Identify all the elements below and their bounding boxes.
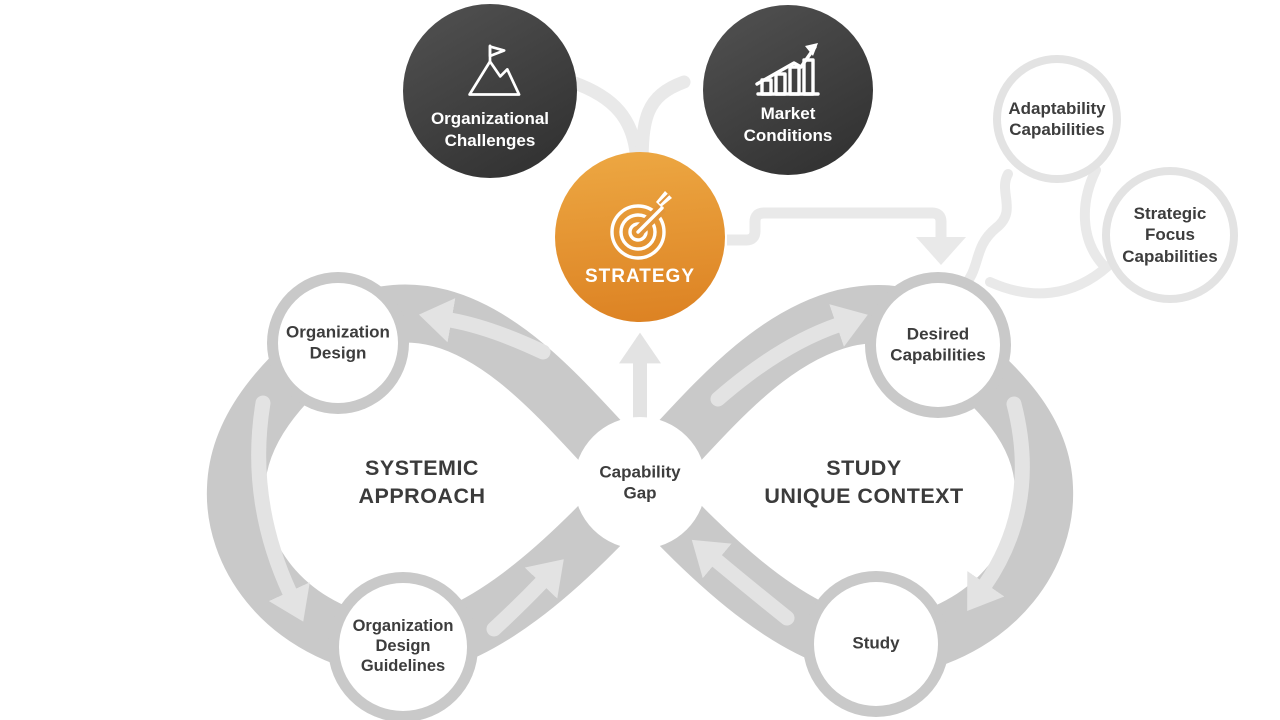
strategic-focus-line3: Capabilities — [1122, 246, 1218, 266]
connector-adaptability-strategicfocus — [1079, 165, 1109, 271]
connector-strategy-desired — [727, 207, 947, 246]
adaptability-line1: Adaptability — [1008, 98, 1106, 118]
adaptability-capabilities-label: Adaptability Capabilities — [1008, 98, 1105, 141]
market-conditions-line2: Conditions — [743, 125, 833, 145]
strategic-focus-line2: Focus — [1144, 225, 1196, 245]
flow-arrow-to-organization-design — [418, 298, 551, 360]
strategy-label: STRATEGY — [584, 266, 696, 287]
market-conditions-label: Market Conditions — [744, 103, 833, 146]
organization-design-guidelines-line1: Organization — [352, 616, 454, 635]
systemic-approach-title: SYSTEMIC APPROACH — [358, 455, 485, 511]
capability-gap-node — [574, 417, 706, 549]
organization-design-line2: Design — [309, 343, 367, 362]
study-node — [814, 582, 938, 706]
study-unique-context-title: STUDY UNIQUE CONTEXT — [764, 455, 963, 511]
organization-design-guidelines-line3: Guidelines — [360, 657, 446, 676]
organizational-challenges-line2: Challenges — [444, 130, 536, 150]
adaptability-capabilities-circle: Adaptability Capabilities — [993, 55, 1121, 183]
strategic-focus-capabilities-circle: Strategic Focus Capabilities — [1102, 167, 1238, 303]
capability-gap-line2: Gap — [623, 483, 657, 502]
connector-strategy-desired-arrowhead — [916, 237, 966, 265]
capability-gap-label: Capability Gap — [599, 462, 680, 503]
flow-arrow-right-side-down — [967, 396, 1030, 611]
flow-arrow-left-side-down — [251, 395, 310, 622]
organization-design-line1: Organization — [286, 322, 390, 342]
market-conditions-line1: Market — [760, 104, 816, 124]
growth-chart-icon — [755, 43, 820, 96]
strategic-focus-line1: Strategic — [1133, 204, 1207, 224]
organization-design-guidelines-node — [339, 583, 467, 711]
flow-arrow-study-to-center — [691, 539, 795, 626]
connector-desired-strategicfocus — [985, 261, 1113, 299]
flow-arrow-guidelines-to-center — [486, 559, 564, 637]
adaptability-line2: Capabilities — [1009, 120, 1105, 139]
study-unique-context-line1: STUDY — [826, 456, 902, 481]
desired-capabilities-line2: Capabilities — [890, 345, 986, 364]
systemic-approach-line1: SYSTEMIC — [365, 456, 479, 481]
organization-design-guidelines-label: Organization Design Guidelines — [353, 616, 454, 676]
study-label: Study — [852, 633, 900, 653]
organization-design-label: Organization Design — [286, 322, 390, 363]
study-unique-context-line2: UNIQUE CONTEXT — [764, 484, 964, 508]
market-conditions-circle: Market Conditions — [703, 5, 873, 175]
target-dart-icon — [610, 191, 672, 260]
mountain-flag-icon — [468, 44, 521, 97]
strategic-focus-capabilities-label: Strategic Focus Capabilities — [1122, 203, 1217, 267]
organizational-challenges-line1: Organizational — [430, 109, 550, 129]
desired-capabilities-label: Desired Capabilities — [890, 324, 985, 365]
systemic-approach-line2: APPROACH — [358, 484, 486, 508]
organization-design-guidelines-line2: Design — [375, 636, 431, 655]
organization-design-node — [278, 283, 398, 403]
connector-desired-adaptability — [957, 169, 1013, 293]
organizational-challenges-circle: Organizational Challenges — [403, 4, 577, 178]
organizational-challenges-label: Organizational Challenges — [431, 108, 549, 151]
capability-gap-line1: Capability — [599, 462, 681, 482]
strategy-circle: STRATEGY — [555, 152, 725, 322]
flow-arrow-to-desired-capabilities — [710, 304, 868, 407]
desired-capabilities-node — [876, 283, 1000, 407]
desired-capabilities-line1: Desired — [906, 324, 970, 344]
